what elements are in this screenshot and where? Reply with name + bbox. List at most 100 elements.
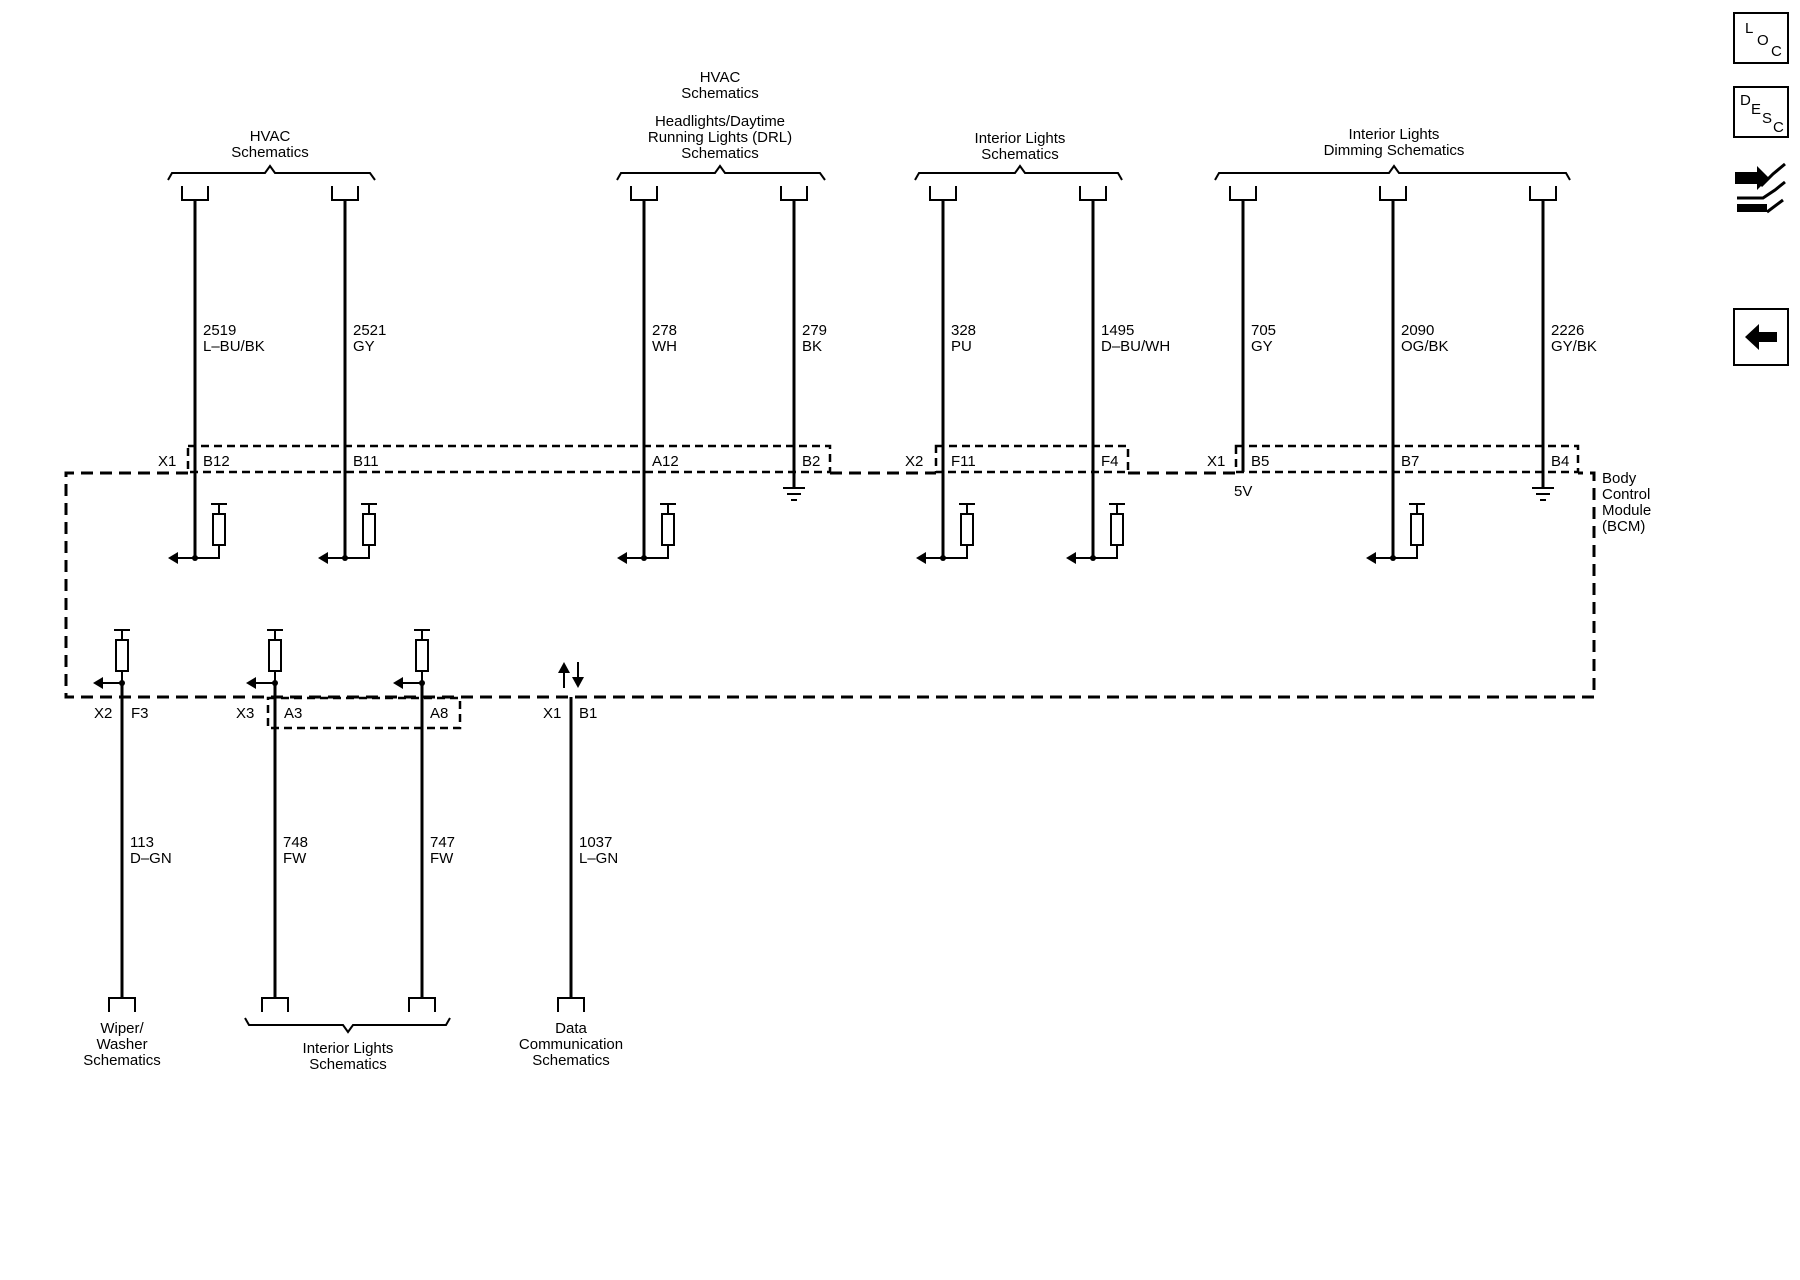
loc-button[interactable]: L O C xyxy=(1733,12,1789,64)
svg-text:Schematics: Schematics xyxy=(681,145,759,162)
svg-text:Running Lights (DRL): Running Lights (DRL) xyxy=(648,129,792,146)
connector-box-top-x2 xyxy=(934,444,1130,474)
wire-label-2090: 2090 OG/BK xyxy=(1401,322,1449,355)
group-label-dimming[interactable]: Interior Lights Dimming Schematics xyxy=(1324,126,1465,159)
svg-text:L–GN: L–GN xyxy=(579,850,618,867)
group-label-wiper[interactable]: Wiper/ Washer Schematics xyxy=(83,1020,161,1069)
svg-text:Dimming Schematics: Dimming Schematics xyxy=(1324,142,1465,159)
group-label-interior-bottom[interactable]: Interior Lights Schematics xyxy=(303,1040,394,1073)
group-label-data-communication[interactable]: Data Communication Schematics xyxy=(519,1020,623,1069)
wire-label-2226: 2226 GY/BK xyxy=(1551,322,1597,355)
svg-text:Body: Body xyxy=(1602,470,1637,487)
svg-text:Schematics: Schematics xyxy=(981,146,1059,163)
pin-b1: B1 xyxy=(579,705,597,722)
connector-label-x2-top: X2 xyxy=(905,453,923,470)
svg-text:2519: 2519 xyxy=(203,322,236,339)
pin-b5: B5 xyxy=(1251,453,1269,470)
svg-text:747: 747 xyxy=(430,834,455,851)
ground-symbol xyxy=(1532,487,1554,501)
svg-text:GY: GY xyxy=(353,338,375,355)
group-label-drl[interactable]: Headlights/Daytime Running Lights (DRL) … xyxy=(648,113,792,162)
svg-text:BK: BK xyxy=(802,338,822,355)
pin-b11: B11 xyxy=(353,453,379,470)
pullup-resistor-symbol xyxy=(393,629,430,689)
pin-b7: B7 xyxy=(1401,453,1419,470)
wire-label-328: 328 PU xyxy=(951,322,976,355)
brace-interior-top xyxy=(914,164,1123,181)
loc-letter-o: O xyxy=(1757,32,1769,49)
pin-f11: F11 xyxy=(951,453,976,470)
svg-text:2521: 2521 xyxy=(353,322,386,339)
svg-text:GY/BK: GY/BK xyxy=(1551,338,1597,355)
module-label-bcm[interactable]: Body Control Module (BCM) xyxy=(1602,470,1651,535)
connector-box-bottom-x3 xyxy=(266,696,462,730)
svg-text:2090: 2090 xyxy=(1401,322,1434,339)
wire-label-1037: 1037 L–GN xyxy=(579,834,618,867)
wire-label-279: 279 BK xyxy=(802,322,827,355)
svg-text:705: 705 xyxy=(1251,322,1276,339)
connector-box-top-x1b xyxy=(1234,444,1580,474)
svg-text:Module: Module xyxy=(1602,502,1651,519)
desc-letter-s: S xyxy=(1762,110,1773,127)
desc-letter-c: C xyxy=(1773,119,1784,136)
group-label-hvac-left[interactable]: HVAC Schematics xyxy=(231,128,309,161)
svg-text:748: 748 xyxy=(283,834,308,851)
pin-b12: B12 xyxy=(203,453,230,470)
connector-label-x1-left: X1 xyxy=(158,453,176,470)
svg-text:Data: Data xyxy=(555,1020,587,1037)
svg-text:(BCM): (BCM) xyxy=(1602,518,1645,535)
svg-text:Interior Lights: Interior Lights xyxy=(303,1040,394,1057)
back-button[interactable] xyxy=(1733,308,1789,366)
svg-text:FW: FW xyxy=(283,850,307,867)
svg-text:279: 279 xyxy=(802,322,827,339)
desc-letter-e: E xyxy=(1751,101,1762,118)
svg-text:328: 328 xyxy=(951,322,976,339)
svg-text:OG/BK: OG/BK xyxy=(1401,338,1449,355)
wire-label-2519: 2519 L–BU/BK xyxy=(203,322,265,355)
pullup-resistor-symbol xyxy=(246,629,283,689)
pullup-resistor-symbol xyxy=(1366,503,1425,564)
group-label-interior-top[interactable]: Interior Lights Schematics xyxy=(975,130,1066,163)
svg-text:HVAC: HVAC xyxy=(700,69,741,86)
svg-text:Headlights/Daytime: Headlights/Daytime xyxy=(655,113,785,130)
wire-label-1495: 1495 D–BU/WH xyxy=(1101,322,1170,355)
svg-text:Schematics: Schematics xyxy=(83,1052,161,1069)
svg-text:GY: GY xyxy=(1251,338,1273,355)
pin-a12: A12 xyxy=(652,453,679,470)
svg-text:Schematics: Schematics xyxy=(681,85,759,102)
connector-label-x2-bottom: X2 xyxy=(94,705,112,722)
connector-symbols-top xyxy=(181,186,1557,201)
bottom-wires xyxy=(120,683,573,998)
desc-letter-d: D xyxy=(1740,92,1751,109)
pullup-resistor-symbol xyxy=(617,503,676,564)
bidirectional-data-icon xyxy=(558,662,584,688)
hand-arrows-icon xyxy=(1735,162,1786,214)
wire-label-747: 747 FW xyxy=(430,834,455,867)
svg-text:Schematics: Schematics xyxy=(532,1052,610,1069)
loc-letter-l: L xyxy=(1745,20,1754,37)
svg-text:Wiper/: Wiper/ xyxy=(100,1020,144,1037)
pullup-resistor-symbol xyxy=(916,503,975,564)
pin-f3: F3 xyxy=(131,705,149,722)
wire-label-278: 278 WH xyxy=(652,322,677,355)
pin-b2: B2 xyxy=(802,453,820,470)
brace-drl xyxy=(616,164,826,181)
bcm-module-boundary xyxy=(64,471,1596,699)
ground-symbol xyxy=(783,487,805,501)
svg-text:Control: Control xyxy=(1602,486,1650,503)
top-wires xyxy=(193,200,1545,558)
diagnostic-procedure-icon[interactable] xyxy=(1733,156,1789,220)
svg-text:2226: 2226 xyxy=(1551,322,1584,339)
pullup-resistor-symbol xyxy=(318,503,377,564)
svg-text:1037: 1037 xyxy=(579,834,612,851)
pullup-resistor-symbol xyxy=(93,629,130,689)
svg-text:Communication: Communication xyxy=(519,1036,623,1053)
pin-b4: B4 xyxy=(1551,453,1569,470)
connector-symbols-bottom xyxy=(108,997,585,1012)
group-label-hvac-center[interactable]: HVAC Schematics xyxy=(681,69,759,102)
pin-f4: F4 xyxy=(1101,453,1119,470)
svg-text:HVAC: HVAC xyxy=(250,128,291,145)
svg-text:113: 113 xyxy=(130,834,154,851)
desc-button[interactable]: D E S C xyxy=(1733,86,1789,138)
